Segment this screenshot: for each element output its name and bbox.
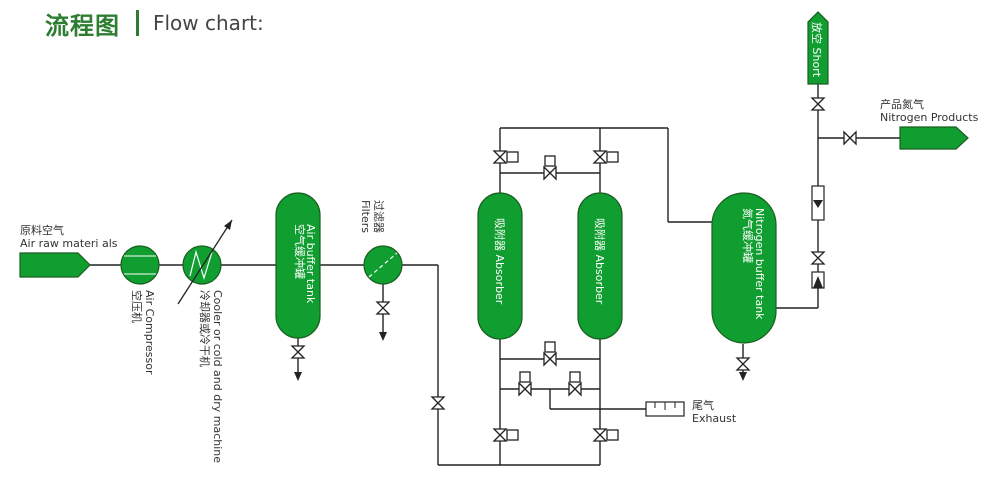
nitrogen-product-outlet xyxy=(899,126,969,150)
product-label-en: Nitrogen Products xyxy=(880,111,979,124)
page-title-cn: 流程图 xyxy=(45,11,120,40)
valves xyxy=(290,97,857,442)
air-inlet-arrow xyxy=(19,252,91,278)
exhaust-silencer xyxy=(645,401,685,417)
filter xyxy=(363,245,403,285)
page-title-en: Flow chart: xyxy=(153,11,264,35)
drain-arrows xyxy=(294,332,747,381)
short-label: 放空 Short xyxy=(810,22,824,78)
cooler-label-en: Cooler or cold and dry machine xyxy=(211,290,224,463)
product-label-cn: 产品氮气 xyxy=(880,97,924,111)
n2-tank-label-en: Nitrogen buffer tank xyxy=(753,208,766,320)
absorber-right xyxy=(577,192,623,340)
nitrogen-buffer-tank xyxy=(711,192,777,344)
filters-label-en: Filters xyxy=(359,200,372,233)
compressor-label-en: Air Compressor xyxy=(143,290,156,375)
absorber-left xyxy=(477,192,523,340)
air-tank-label-en: Air buffer tank xyxy=(304,224,317,304)
absorber-left-label: 吸附器 Absorber xyxy=(493,218,507,305)
exhaust-label-cn: 尾气 xyxy=(692,398,714,412)
cooler-label-cn: 冷却器或冷干机 xyxy=(198,290,212,367)
air-buffer-tank xyxy=(275,192,321,339)
air-compressor xyxy=(120,245,160,285)
vent-outlet xyxy=(807,11,829,85)
filters-label-cn: 过滤器 xyxy=(372,200,385,233)
exhaust-label-en: Exhaust xyxy=(692,412,737,425)
absorber-right-label: 吸附器 Absorber xyxy=(593,218,607,305)
title-divider xyxy=(136,10,139,36)
page-header: 流程图 Flow chart: xyxy=(45,6,264,40)
air-raw-label-en: Air raw materi als xyxy=(20,237,118,250)
cooler xyxy=(177,219,233,305)
air-raw-label-cn: 原料空气 xyxy=(20,223,64,237)
n2-tank-label-cn: 氮气缓冲罐 xyxy=(741,208,755,263)
compressor-label-cn: 空压机 xyxy=(130,290,144,323)
air-tank-label-cn: 空气缓冲罐 xyxy=(293,224,307,279)
